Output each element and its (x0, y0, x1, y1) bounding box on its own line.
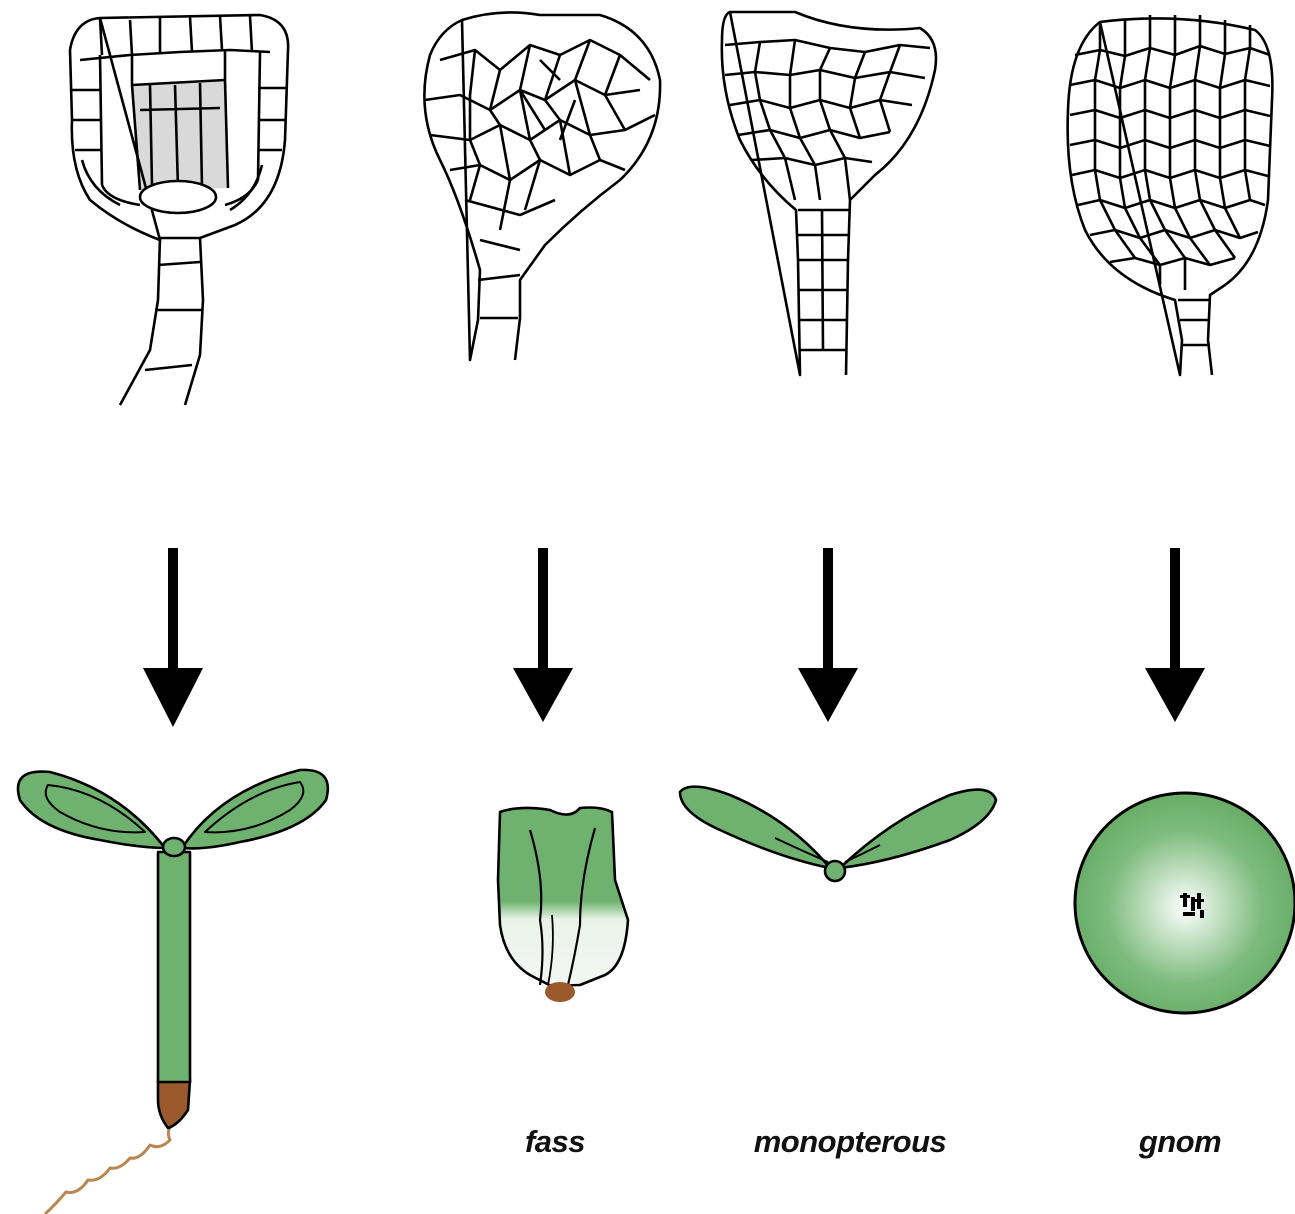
fass-seedling (498, 808, 628, 1003)
arrow-fass (513, 548, 573, 722)
fass-embryo-drawing (424, 12, 660, 360)
wildtype-seedling (18, 770, 328, 1214)
fass-label: fass (495, 1124, 615, 1160)
gnom-embryo-drawing (1068, 15, 1273, 375)
monopterous-seedling (680, 787, 996, 881)
gnom-seedling (1075, 793, 1295, 1013)
wildtype-embryo-drawing (70, 15, 288, 405)
monopterous-embryo-drawing (722, 12, 936, 375)
arrow-wildtype (143, 548, 203, 727)
arrow-monopterous (798, 548, 858, 722)
gnom-label: gnom (1115, 1124, 1245, 1160)
arrow-gnom (1145, 548, 1205, 722)
monopterous-label: monopterous (720, 1124, 980, 1160)
